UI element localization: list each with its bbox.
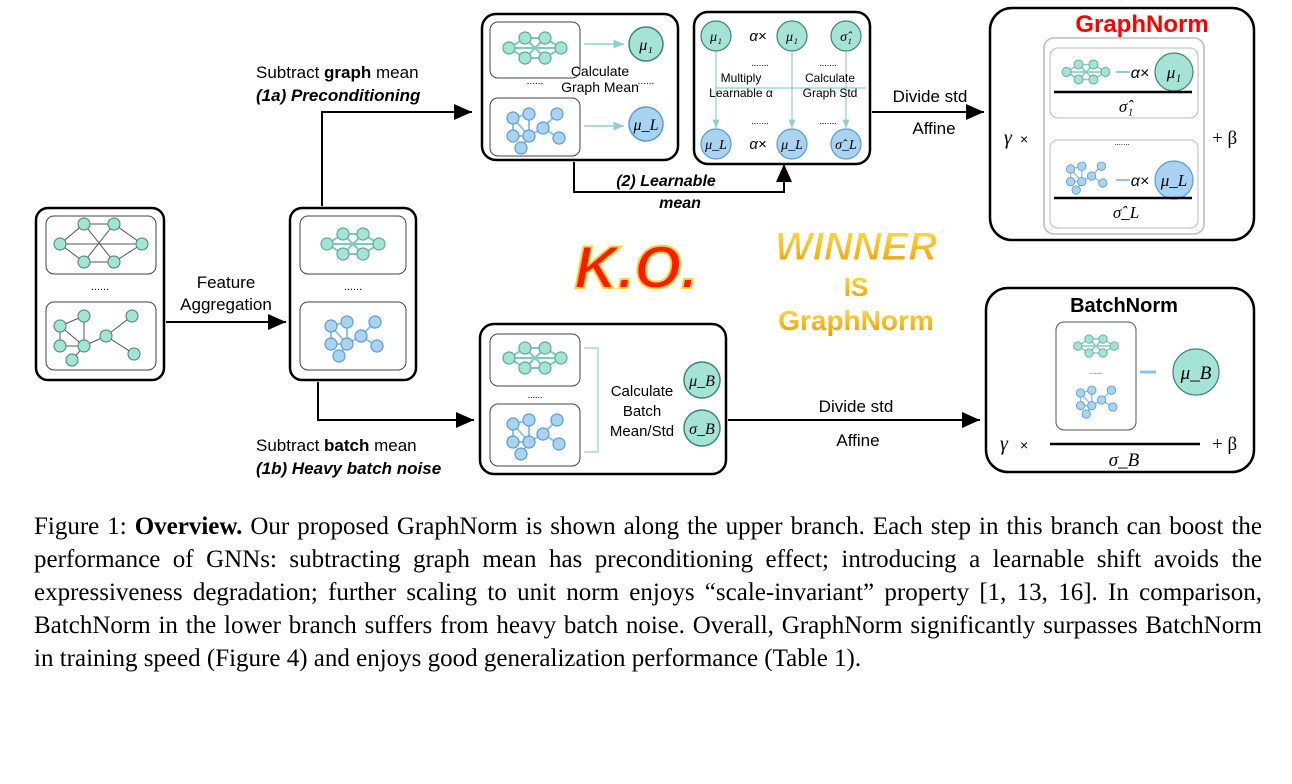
input-graphs-box: ...... bbox=[34, 206, 166, 382]
lower-divide-std: Divide std bbox=[819, 397, 894, 416]
muL-bottom: μ_L bbox=[704, 138, 727, 153]
calc-batch-1: Calculate bbox=[611, 383, 674, 400]
mu1-mean: μ₁ bbox=[638, 37, 653, 54]
calc-batch-3: Mean/Std bbox=[610, 423, 674, 440]
graphnorm-alpha-L: α× bbox=[1131, 173, 1149, 190]
overview-figure: ...... Feature Aggregation ...... Subtra… bbox=[34, 6, 1256, 478]
graphnorm-box: GraphNorm α× μ₁ σ̂₁ ....... α× μ_L σ̂_L … bbox=[988, 6, 1256, 242]
graphnorm-beta: + β bbox=[1212, 128, 1237, 149]
graphnorm-gamma: γ bbox=[1004, 127, 1013, 149]
batch-mean-box: ...... Calculate Batch Mean/Std μ_B σ_B bbox=[478, 322, 728, 476]
graphnorm-times: × bbox=[1020, 131, 1028, 147]
sigma1-top: σ̂₁ bbox=[840, 30, 853, 45]
upper-divide-std: Divide std bbox=[893, 87, 968, 106]
subtract-batch-mean-label: Subtract batch mean bbox=[256, 436, 417, 455]
calc-graph-std-1: Calculate bbox=[805, 71, 855, 85]
batch-sigmaB: σ_B bbox=[689, 421, 715, 438]
graphnorm-ellipsis: ....... bbox=[1114, 138, 1130, 147]
caption-bold: Overview. bbox=[134, 513, 243, 540]
is-text: IS bbox=[844, 272, 869, 302]
winner-text: WINNER bbox=[775, 225, 937, 269]
caption-prefix: Figure 1: bbox=[34, 513, 135, 540]
std-ellipsis-2: ....... bbox=[819, 58, 837, 68]
upper-branch-arrow bbox=[321, 104, 472, 206]
input-ellipsis: ...... bbox=[91, 281, 109, 293]
calc-batch-2: Batch bbox=[623, 403, 661, 420]
lower-branch-arrow bbox=[317, 382, 474, 428]
std-ellipsis-3: ....... bbox=[751, 116, 769, 126]
figure-caption: Figure 1: Overview. Our proposed GraphNo… bbox=[34, 510, 1262, 675]
learnable-alpha-label: Learnable α bbox=[709, 86, 773, 100]
graphnorm-muL: μ_L bbox=[1160, 171, 1188, 190]
ko-text: K.O. bbox=[574, 234, 697, 301]
aggregation-label: Aggregation bbox=[180, 295, 272, 314]
muL-alpha: μ_L bbox=[780, 138, 803, 153]
batchnorm-beta: + β bbox=[1212, 434, 1237, 455]
batchnorm-gamma: γ bbox=[1000, 433, 1009, 455]
std-ellipsis-4: ....... bbox=[819, 116, 837, 126]
feature-label: Feature bbox=[197, 273, 256, 292]
graph-mean-ellipsis-left: ...... bbox=[527, 76, 544, 87]
graphnorm-alpha-1: α× bbox=[1131, 65, 1149, 82]
batchnorm-box: BatchNorm ....... μ_B σ_B γ × + β bbox=[984, 286, 1256, 474]
batchnorm-ellipsis: ....... bbox=[1089, 369, 1103, 376]
calc-graph-std-2: Graph Std bbox=[803, 86, 858, 100]
batch-muB: μ_B bbox=[688, 373, 715, 390]
batchnorm-sigmaB: σ_B bbox=[1109, 450, 1140, 471]
winner-badge: WINNER IS GraphNorm bbox=[774, 225, 937, 337]
learnable-mean-arrow bbox=[573, 162, 792, 193]
graph-mean-box: ...... μ₁ μ_L ...... Calculate Graph Mea… bbox=[480, 12, 680, 162]
alpha-times-bottom: α× bbox=[749, 136, 766, 153]
batch-ellipsis: ...... bbox=[527, 390, 542, 400]
batchnorm-title: BatchNorm bbox=[1070, 295, 1178, 317]
subtract-graph-mean-label: Subtract graph mean bbox=[256, 63, 419, 82]
batchnorm-times: × bbox=[1020, 437, 1028, 453]
learnable-label: (2) Learnable bbox=[616, 173, 716, 190]
graphnorm-mu1: μ₁ bbox=[1166, 63, 1181, 82]
alpha-times-top: α× bbox=[749, 28, 766, 45]
graphnorm-title: GraphNorm bbox=[1075, 11, 1208, 38]
graphnorm-sigma1: σ̂₁ bbox=[1119, 97, 1134, 116]
multiply-label: Multiply bbox=[721, 71, 762, 85]
upper-affine: Affine bbox=[912, 119, 955, 138]
muL-mean: μ_L bbox=[633, 117, 659, 134]
std-ellipsis-1: ....... bbox=[751, 58, 769, 68]
aggregated-graphs-box: ...... bbox=[288, 206, 418, 382]
graphnorm-sigmaL: σ̂_L bbox=[1113, 203, 1139, 222]
graph-mean-ellipsis-right: ...... bbox=[638, 76, 655, 87]
mean-label: mean bbox=[659, 195, 701, 212]
winner-graphnorm-text: GraphNorm bbox=[778, 305, 934, 336]
batchnorm-muB: μ_B bbox=[1180, 363, 1212, 384]
sigmaL-bottom: σ̂_L bbox=[835, 138, 857, 153]
aggregated-ellipsis: ...... bbox=[344, 281, 362, 293]
caption-text: Our proposed GraphNorm is shown along th… bbox=[34, 513, 1263, 672]
calc-graph-mean-2: Graph Mean bbox=[561, 79, 639, 95]
mu1-alpha: μ₁ bbox=[785, 30, 798, 45]
calc-graph-mean-1: Calculate bbox=[571, 63, 630, 79]
heavy-batch-noise-label: (1b) Heavy batch noise bbox=[256, 459, 441, 478]
preconditioning-label: (1a) Preconditioning bbox=[256, 86, 421, 105]
graph-std-box: μ₁ α× μ₁ σ̂₁ ....... ....... Multiply Le… bbox=[692, 10, 872, 166]
lower-affine: Affine bbox=[836, 431, 879, 450]
mu1-top: μ₁ bbox=[709, 30, 722, 45]
